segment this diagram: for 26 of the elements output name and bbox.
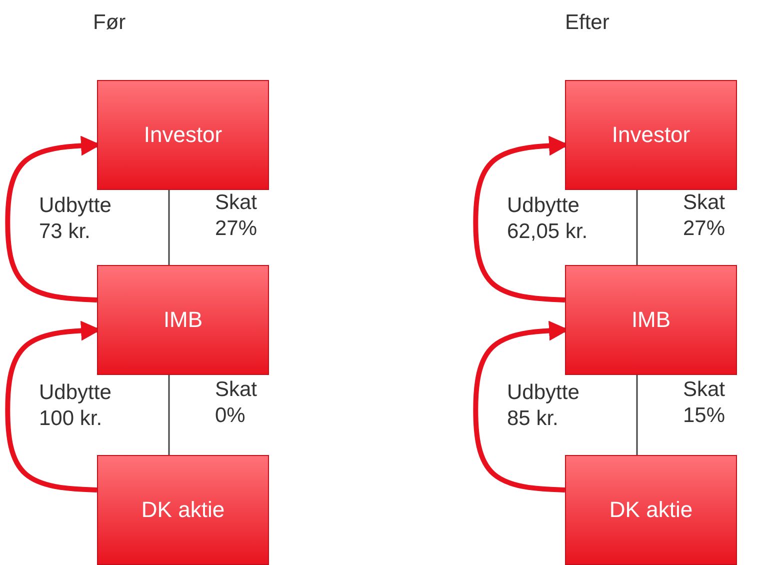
node-label: IMB xyxy=(163,307,203,333)
node-label: Investor xyxy=(144,122,222,148)
entity-box xyxy=(97,80,269,190)
edge-label: Udbytte 85 kr. xyxy=(507,380,580,432)
connector-line xyxy=(168,190,170,265)
entity-box xyxy=(565,265,737,375)
connector-line xyxy=(636,375,638,455)
entity-box xyxy=(565,455,737,565)
edge-label: Skat 27% xyxy=(215,190,258,242)
connector-line xyxy=(636,190,638,265)
edge-label: Udbytte 100 kr. xyxy=(39,380,112,432)
edge-label: Skat 15% xyxy=(683,377,726,429)
edge-label: Skat 27% xyxy=(683,190,726,242)
entity-box xyxy=(565,80,737,190)
node-label: DK aktie xyxy=(609,497,693,523)
node-label: IMB xyxy=(631,307,671,333)
connector-line xyxy=(168,375,170,455)
edge-label: Udbytte 73 kr. xyxy=(39,192,112,244)
edge-label: Udbytte 62,05 kr. xyxy=(507,192,588,244)
edge-label: Skat 0% xyxy=(215,377,258,429)
node-label: DK aktie xyxy=(141,497,225,523)
entity-box xyxy=(97,455,269,565)
entity-box xyxy=(97,265,269,375)
node-label: Investor xyxy=(612,122,690,148)
column-heading: Efter xyxy=(565,10,610,36)
column-heading: Før xyxy=(93,10,126,36)
